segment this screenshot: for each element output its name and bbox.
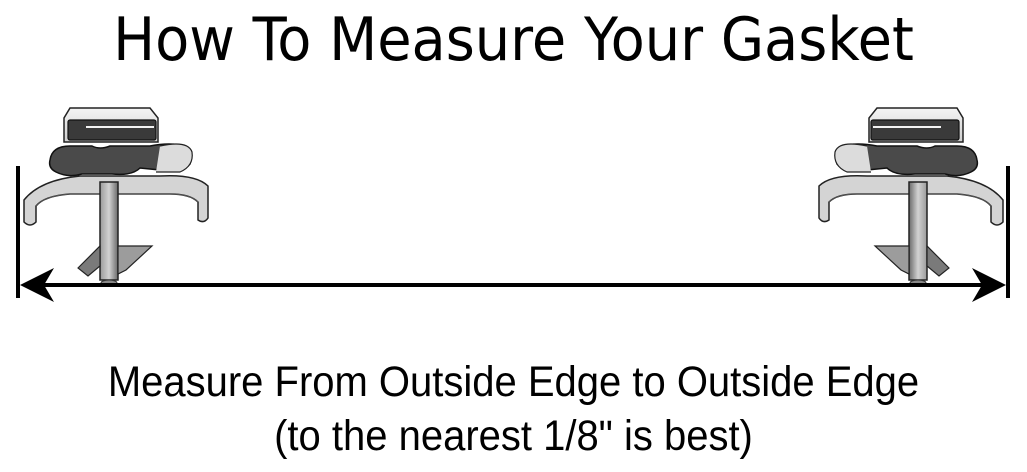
instruction-line-2: (to the nearest 1/8" is best): [274, 412, 753, 460]
arrowhead-left-icon: [20, 268, 54, 302]
left-gasket-illustration: [23, 107, 209, 287]
arrowhead-right-icon: [972, 268, 1006, 302]
instruction-line-1: Measure From Outside Edge to Outside Edg…: [107, 358, 920, 406]
dimension-arrow: [20, 268, 1006, 302]
right-gasket-illustration: [818, 107, 1004, 287]
page-title: How To Measure Your Gasket: [113, 5, 914, 75]
measurement-diagram: [0, 90, 1027, 310]
